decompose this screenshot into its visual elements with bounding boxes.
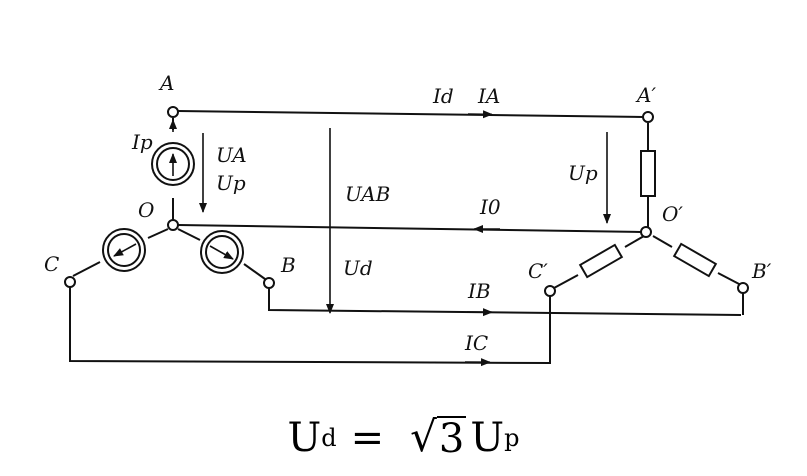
formula-rhs-subscript: p — [504, 424, 520, 452]
voltage-label-ua: UA — [216, 143, 247, 167]
node-label-c-prime: C′ — [528, 259, 548, 283]
formula-lhs: U — [287, 415, 322, 461]
node-label-o: O — [138, 198, 154, 222]
current-label-ib: IB — [467, 279, 491, 303]
voltage-label-up: Up — [216, 171, 246, 195]
sqrt-symbol: √3 — [410, 412, 467, 462]
voltage-label-uab: UAB — [345, 182, 390, 206]
current-label-id: Id — [432, 84, 454, 108]
voltage-label-up-load: Up — [568, 161, 598, 185]
node-label-b: B — [280, 253, 296, 277]
terminals — [64, 106, 749, 297]
load-star — [553, 123, 744, 315]
current-label-i0: I0 — [479, 195, 501, 219]
node-label-c: C — [44, 252, 59, 276]
formula-radicand: 3 — [436, 416, 467, 462]
node-label-a-prime: A′ — [635, 83, 656, 107]
current-label-ia: IA — [477, 84, 500, 108]
line-wires — [69, 110, 742, 365]
formula-rhs: U — [470, 415, 505, 461]
formula-lhs-subscript: d — [321, 424, 337, 452]
current-label-ic: IC — [464, 331, 488, 355]
generator-b — [200, 230, 244, 274]
source-star — [72, 118, 266, 280]
node-label-a: A — [158, 71, 174, 95]
three-phase-star-circuit-diagram: A O C B A′ O′ C′ B′ Id IA Ip I0 IB IC UA… — [44, 71, 772, 367]
node-label-o-prime: O′ — [662, 202, 683, 226]
node-label-b-prime: B′ — [751, 259, 772, 283]
generator-c — [102, 228, 146, 272]
current-label-ip: Ip — [131, 130, 153, 154]
generator-a — [151, 142, 195, 186]
voltage-label-ud: Ud — [343, 256, 373, 280]
formula-equals: = — [350, 415, 385, 461]
